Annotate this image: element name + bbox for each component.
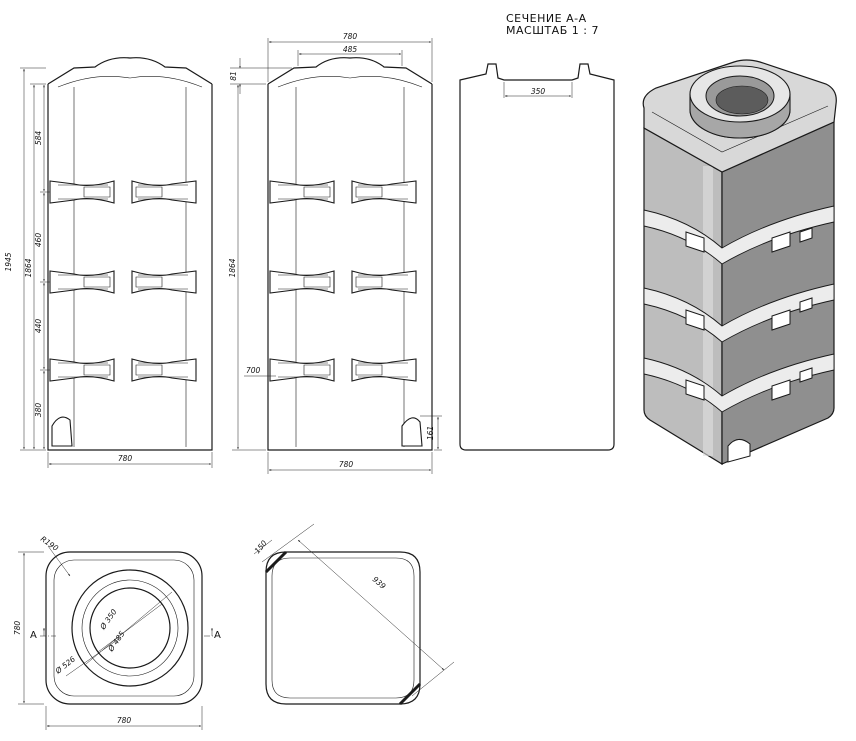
body-height-label: 1864 [24,258,33,277]
bottom-view: 939 150 [253,523,455,706]
side-view: 780 485 81 1864 700 161 780 [228,32,442,474]
outer-diameter-label: Ø 526 [53,654,77,676]
section-mark-right: А [214,630,221,641]
segment-3-label: 440 [34,319,43,334]
segment-1-label: 584 [34,131,43,146]
section-view: СЕЧЕНИЕ А-А МАСШТАБ 1 : 7 350 [459,12,615,451]
neck-height-label: 81 [229,71,238,81]
front-view: 1945 1864 584 460 440 380 780 [4,57,213,468]
inner-diameter-label: Ø 350 [98,607,119,632]
section-mark-left: А [30,630,37,641]
segment-4-label: 380 [34,403,43,418]
side-top-width-label: 780 [343,32,358,41]
radius-label: R190 [39,534,60,553]
middle-diameter-label: Ø 485 [106,629,127,654]
top-width-label: 780 [117,716,132,725]
isometric-render [642,59,837,466]
section-title: СЕЧЕНИЕ А-А [506,12,587,25]
total-height-label: 1945 [4,252,13,271]
section-opening-label: 350 [531,87,546,96]
outlet-height-label: 161 [426,426,435,440]
neck-width-label: 485 [343,45,358,54]
chamfer-label: 150 [253,538,269,555]
diagonal-label: 939 [371,575,388,591]
handle-height-label: 700 [246,366,261,375]
section-scale: МАСШТАБ 1 : 7 [506,24,599,37]
front-width-label: 780 [118,454,133,463]
segment-2-label: 460 [34,233,43,248]
side-bottom-width-label: 780 [339,460,354,469]
side-body-height-label: 1864 [228,258,237,277]
top-view: А А R190 Ø 350 Ø 485 Ø 526 780 780 [13,534,221,730]
top-side-label: 780 [13,621,22,636]
